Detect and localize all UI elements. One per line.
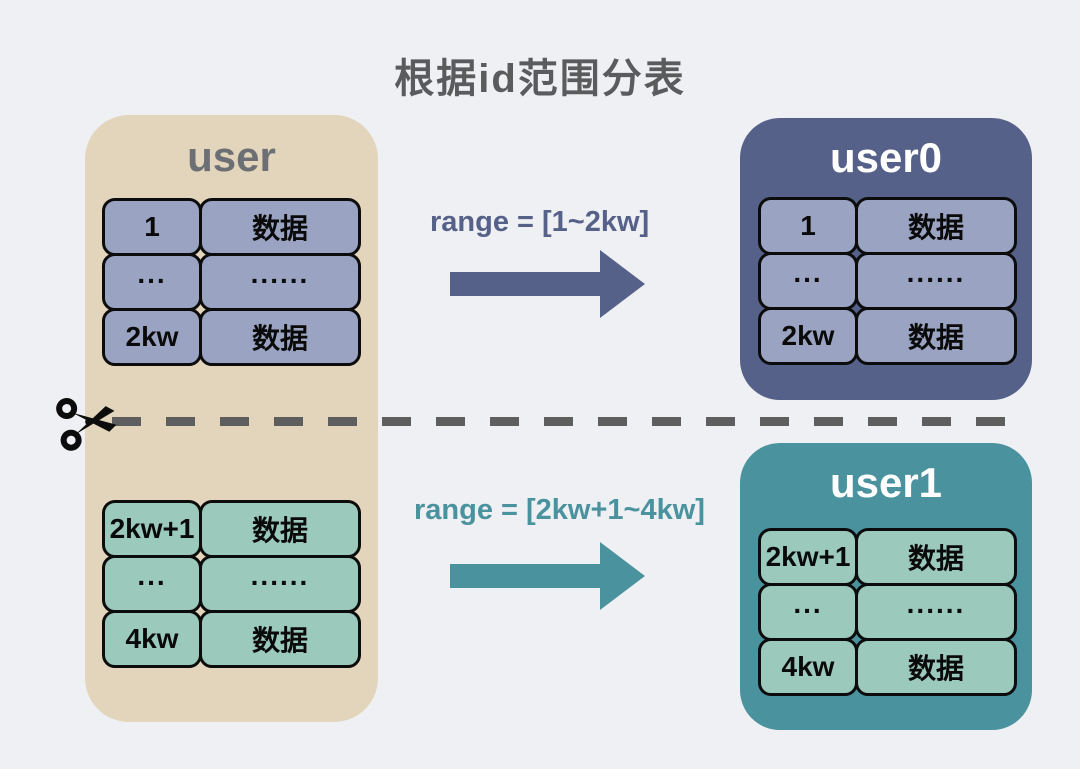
range-label-bottom: range = [2kw+1~4kw] <box>414 494 705 526</box>
table-row: 2kw 数据 <box>102 308 361 366</box>
row-id-cell: 2kw+1 <box>102 500 202 558</box>
row-data-cell: 数据 <box>855 197 1017 255</box>
table-row: ... ...... <box>102 253 361 311</box>
table-row: ... ...... <box>758 252 1017 310</box>
row-data-cell: ...... <box>855 252 1017 310</box>
table-row: ... ...... <box>102 555 361 613</box>
table-row: ... ...... <box>758 583 1017 641</box>
row-id-cell: 4kw <box>102 610 202 668</box>
shard-user0-table: 1 数据 ... ...... 2kw 数据 <box>758 197 1017 365</box>
table-row: 1 数据 <box>102 198 361 256</box>
shard-user1-container: user1 2kw+1 数据 ... ...... 4kw 数据 <box>740 443 1032 730</box>
row-data-cell: 数据 <box>199 500 361 558</box>
row-id-cell: ... <box>102 253 202 311</box>
range-label-top: range = [1~2kw] <box>430 206 650 238</box>
row-data-cell: 数据 <box>855 307 1017 365</box>
diagram-title: 根据id范围分表 <box>394 57 686 101</box>
cut-dashed-line <box>112 417 1005 426</box>
table-row: 2kw+1 数据 <box>102 500 361 558</box>
shard-user0-name: user0 <box>829 134 943 181</box>
row-data-cell: 数据 <box>855 638 1017 696</box>
row-id-cell: 1 <box>758 197 858 255</box>
row-id-cell: ... <box>758 583 858 641</box>
table-row: 1 数据 <box>758 197 1017 255</box>
row-id-cell: 2kw+1 <box>758 528 858 586</box>
row-id-cell: ... <box>758 252 858 310</box>
row-id-cell: ... <box>102 555 202 613</box>
table-row: 2kw 数据 <box>758 307 1017 365</box>
row-data-cell: ...... <box>199 555 361 613</box>
shard-user1-name: user1 <box>829 459 943 506</box>
row-id-cell: 1 <box>102 198 202 256</box>
shard-user0-container: user0 1 数据 ... ...... 2kw 数据 <box>740 118 1032 400</box>
row-id-cell: 4kw <box>758 638 858 696</box>
scissors-icon <box>54 389 132 457</box>
row-id-cell: 2kw <box>758 307 858 365</box>
row-data-cell: 数据 <box>855 528 1017 586</box>
table-row: 4kw 数据 <box>102 610 361 668</box>
source-top-table: 1 数据 ... ...... 2kw 数据 <box>102 198 361 366</box>
row-data-cell: 数据 <box>199 308 361 366</box>
row-data-cell: 数据 <box>199 610 361 668</box>
row-data-cell: 数据 <box>199 198 361 256</box>
arrow-bottom <box>450 542 645 610</box>
row-id-cell: 2kw <box>102 308 202 366</box>
shard-user1-table: 2kw+1 数据 ... ...... 4kw 数据 <box>758 528 1017 696</box>
source-table-name: user <box>187 133 276 180</box>
source-bottom-table: 2kw+1 数据 ... ...... 4kw 数据 <box>102 500 361 668</box>
row-data-cell: ...... <box>855 583 1017 641</box>
arrow-top <box>450 250 645 318</box>
row-data-cell: ...... <box>199 253 361 311</box>
table-row: 2kw+1 数据 <box>758 528 1017 586</box>
table-row: 4kw 数据 <box>758 638 1017 696</box>
